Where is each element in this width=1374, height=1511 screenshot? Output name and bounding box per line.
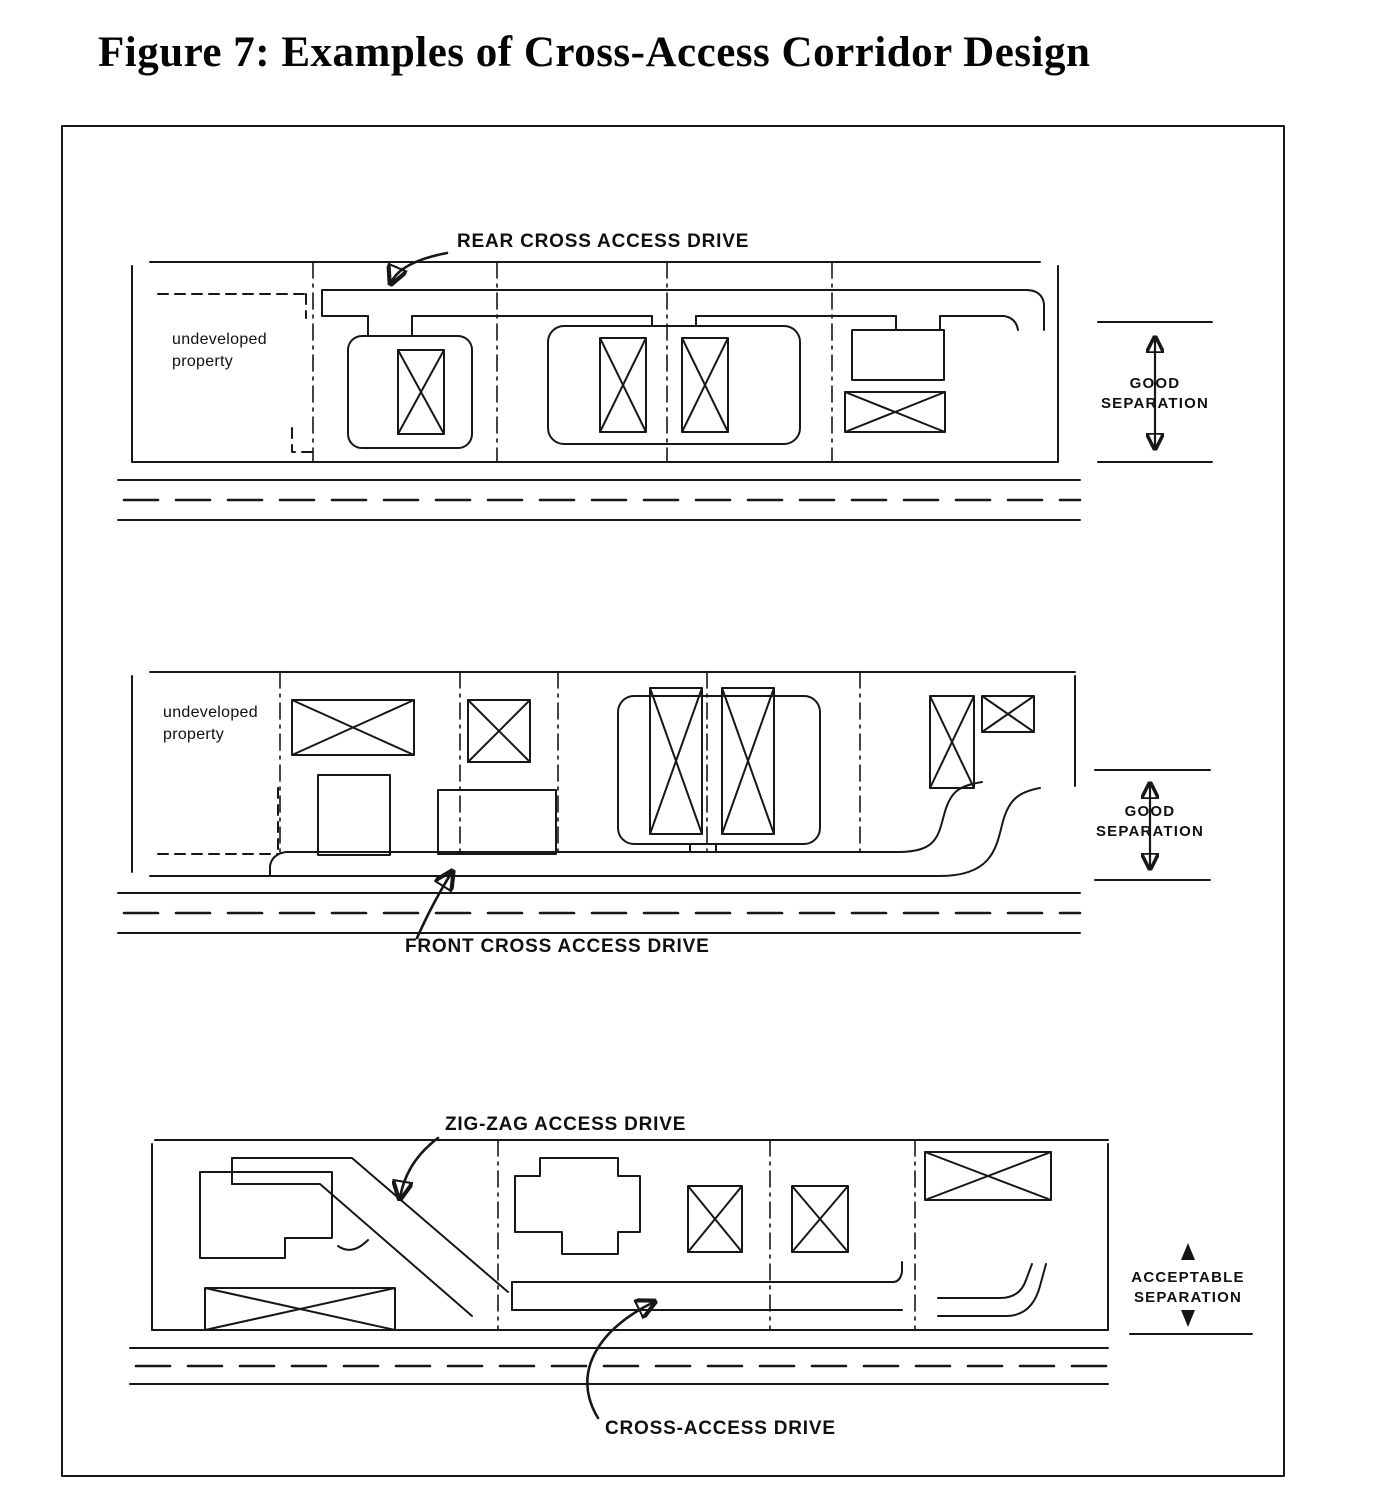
- cross-access-leader-arrow-icon: [586, 1302, 654, 1420]
- hook-drive: [937, 1263, 1047, 1317]
- main-road: [117, 892, 1082, 934]
- building-outline: [514, 1157, 641, 1255]
- drive-loop: [347, 335, 473, 449]
- building-outline: [199, 1171, 333, 1259]
- figure-title: Figure 7: Examples of Cross-Access Corri…: [98, 29, 1091, 76]
- undeveloped-label-line1: undeveloped: [172, 331, 267, 348]
- panel-zigzag-access: ZIG-ZAG ACCESS DRIVE: [129, 1114, 1253, 1439]
- front-cross-access-drive: [149, 781, 1041, 877]
- building-outline: [317, 774, 391, 856]
- building-crossed-box: [687, 1185, 743, 1253]
- building-outline: [851, 329, 945, 381]
- property-lines: [497, 1139, 916, 1331]
- building-crossed-box: [681, 337, 729, 433]
- building-crossed-box: [397, 349, 445, 435]
- separation-label-line1: ACCEPTABLE: [1131, 1269, 1244, 1286]
- buildings: [199, 1151, 1052, 1331]
- separation-annotation: GOOD SEPARATION: [1094, 769, 1211, 881]
- building-crossed-box: [649, 687, 703, 835]
- down-arrow-icon: [1181, 1310, 1195, 1327]
- front-drive-label: FRONT CROSS ACCESS DRIVE: [405, 936, 710, 957]
- drive-loop: [617, 695, 821, 845]
- up-arrow-icon: [1181, 1243, 1195, 1260]
- building-crossed-box: [291, 699, 415, 756]
- building-crossed-box: [467, 699, 531, 763]
- buildings: [347, 325, 946, 449]
- undeveloped-label-line1: undeveloped: [163, 704, 258, 721]
- panel-front-cross-access: undeveloped property: [117, 671, 1211, 957]
- front-drive-leader-arrow-icon: [415, 872, 452, 940]
- separation-label-line1: GOOD: [1125, 803, 1176, 820]
- building-crossed-box: [929, 695, 975, 789]
- undeveloped-label-line2: property: [163, 726, 224, 743]
- rear-drive-leader-arrow-icon: [391, 251, 449, 283]
- building-crossed-box: [844, 391, 946, 433]
- zigzag-access-drive: [231, 1157, 509, 1317]
- separation-label-line2: SEPARATION: [1101, 395, 1209, 412]
- figure-border: [61, 125, 1285, 1477]
- building-crossed-box: [981, 695, 1035, 733]
- separation-annotation: GOOD SEPARATION: [1097, 321, 1213, 463]
- zigzag-drive-label: ZIG-ZAG ACCESS DRIVE: [445, 1114, 686, 1135]
- rear-drive-label: REAR CROSS ACCESS DRIVE: [457, 231, 749, 252]
- separation-label-line2: SEPARATION: [1096, 823, 1204, 840]
- building-outline: [437, 789, 557, 855]
- panel-rear-cross-access: REAR CROSS ACCESS DRIVE undev: [117, 231, 1213, 521]
- zigzag-leader-arrow-icon: [400, 1136, 440, 1198]
- undeveloped-property: undeveloped property: [157, 293, 315, 453]
- undeveloped-label-line2: property: [172, 353, 233, 370]
- building-crossed-box: [791, 1185, 849, 1253]
- separation-label-line1: GOOD: [1130, 375, 1181, 392]
- buildings: [291, 687, 1035, 856]
- main-road: [117, 479, 1082, 521]
- building-crossed-box: [599, 337, 647, 433]
- property-lines: [312, 261, 833, 463]
- drive-loop: [547, 325, 801, 445]
- separation-annotation: ACCEPTABLE SEPARATION: [1129, 1243, 1253, 1335]
- building-crossed-box: [924, 1151, 1052, 1201]
- building-crossed-box: [204, 1287, 396, 1331]
- cross-access-drive: [511, 1261, 903, 1311]
- undeveloped-property: undeveloped property: [157, 704, 279, 855]
- rear-cross-access-drive: [321, 289, 1045, 337]
- main-road: [129, 1347, 1110, 1385]
- building-crossed-box: [721, 687, 775, 835]
- separation-label-line2: SEPARATION: [1134, 1289, 1242, 1306]
- cross-access-drive-label: CROSS-ACCESS DRIVE: [605, 1418, 836, 1439]
